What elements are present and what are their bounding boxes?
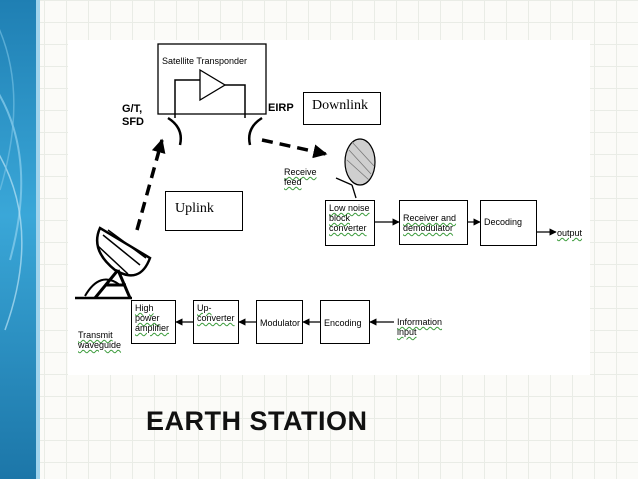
downlink-arrow xyxy=(261,138,328,159)
lnb-block-label: Low noise block converter xyxy=(329,203,370,233)
transponder-input-line xyxy=(174,79,200,118)
encoding-block: Encoding xyxy=(320,300,370,344)
transmit-waveguide-label: Transmit waveguide xyxy=(78,330,122,350)
decoding-block: Decoding xyxy=(480,200,537,246)
eirp-label: EIRP xyxy=(268,102,294,114)
receive-dish-icon xyxy=(335,138,376,199)
amplifier-triangle-icon xyxy=(199,68,227,102)
output-label: output xyxy=(557,228,583,238)
lnb-block: Low noise block converter xyxy=(325,200,375,246)
decoding-label: Decoding xyxy=(484,217,523,227)
receiver-demodulator-block: Receiver and demodulator xyxy=(399,200,468,245)
receive-feed-label: Receive feed xyxy=(284,167,317,187)
side-accent-edge xyxy=(36,0,40,479)
uplink-arrow xyxy=(135,138,166,231)
uplink-box: Uplink xyxy=(165,191,243,231)
downlink-box: Downlink xyxy=(303,92,381,125)
transmit-antenna-icon xyxy=(248,116,263,146)
upconverter-block-label: Up- converter xyxy=(197,303,235,323)
encoding-block-label: Encoding xyxy=(324,318,362,328)
page-title: EARTH STATION xyxy=(146,406,368,436)
transponder-label: Satellite Transponder xyxy=(162,56,248,66)
hpa-block: High power amplifier xyxy=(131,300,176,344)
side-accent-bar xyxy=(0,0,36,479)
receiver-demodulator-label: Receiver and demodulator xyxy=(403,213,457,233)
modulator-block-label: Modulator xyxy=(260,318,301,328)
gt-sfd-label: G/T, SFD xyxy=(122,103,144,128)
information-input-label: Information input xyxy=(397,317,443,337)
transponder-box xyxy=(157,43,267,115)
receive-antenna-icon xyxy=(167,116,182,146)
hpa-block-label: High power amplifier xyxy=(135,303,170,333)
modulator-block: Modulator xyxy=(256,300,303,344)
upconverter-block: Up- converter xyxy=(193,300,239,344)
transponder-output-line xyxy=(225,84,246,118)
side-swirl-decoration xyxy=(0,29,23,331)
transmit-dish-icon xyxy=(75,226,152,300)
